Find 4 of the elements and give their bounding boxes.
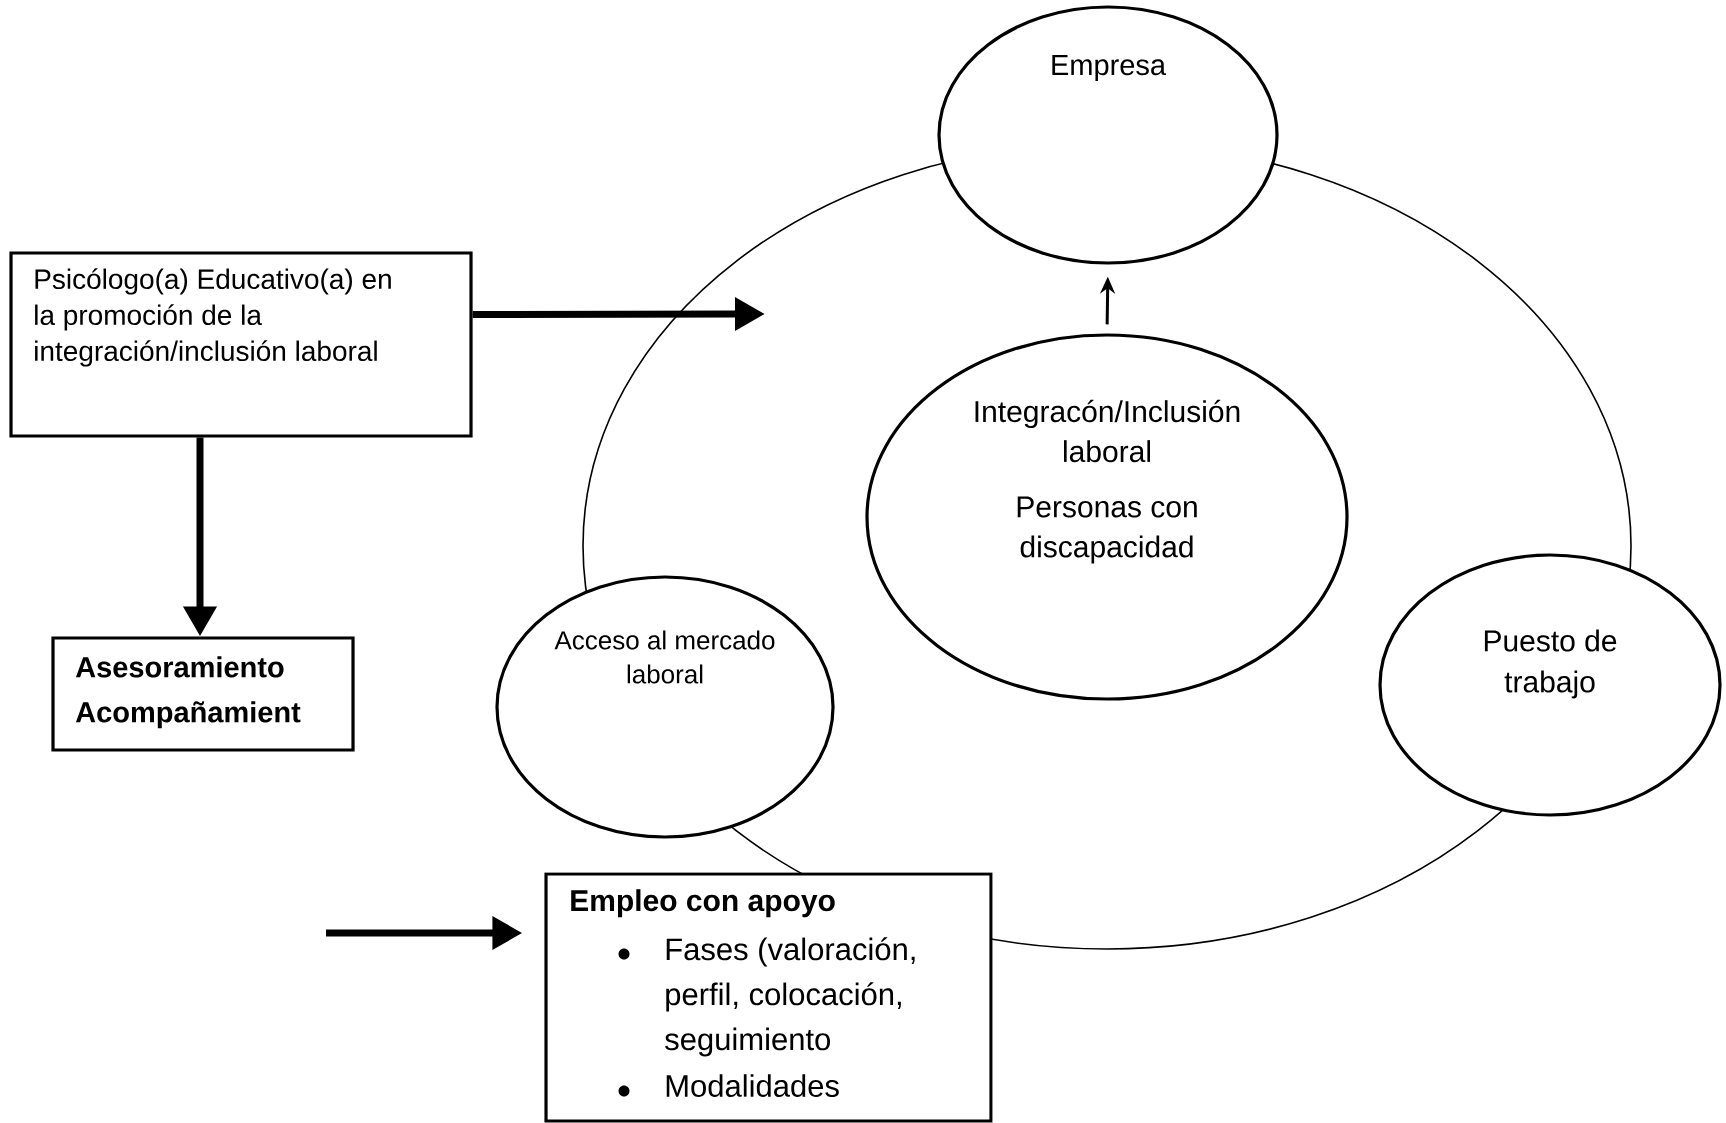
text-box: Empleo con apoyo Fases (valoración, perfil, colocación, seguimiento Modalidades (544, 872, 993, 1123)
text-box: Asesoramiento Acompañamient (51, 636, 355, 752)
text-box: Psicólogo(a) Educativo(a) en la promoción de la integración/inclusión laboral (9, 251, 473, 438)
node-label: Puesto de trabajo (1484, 629, 1617, 699)
